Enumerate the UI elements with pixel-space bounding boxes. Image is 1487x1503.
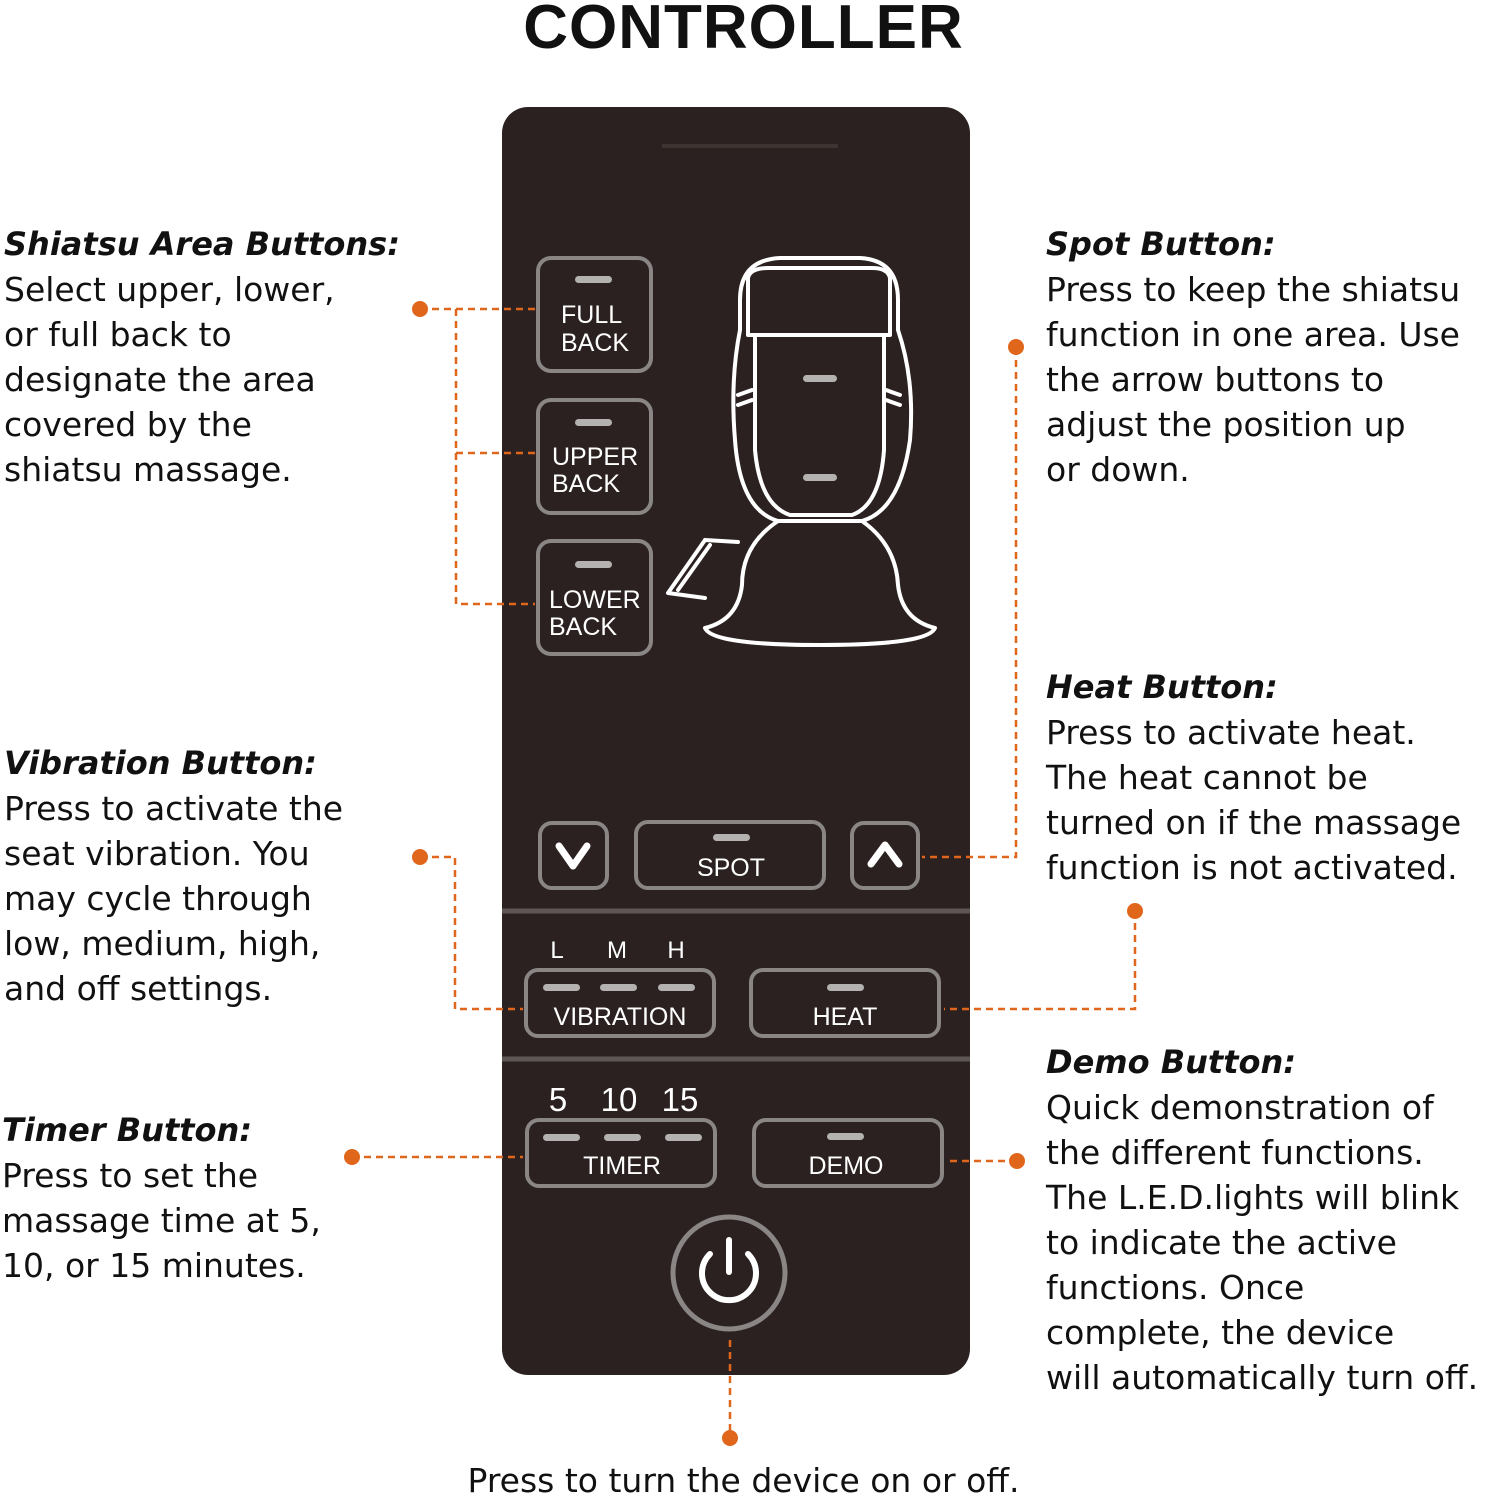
power-description: Press to turn the device on or off. <box>467 1461 1020 1500</box>
demo-description: Quick demonstration of the different fun… <box>1046 1088 1479 1397</box>
vibration-level-high: H <box>667 937 684 964</box>
timer-button[interactable]: TIMER <box>525 1118 717 1188</box>
callout-dots <box>344 301 1143 1446</box>
callout-dot <box>412 301 428 317</box>
timer-heading: Timer Button: <box>2 1111 253 1149</box>
demo-button[interactable]: DEMO <box>752 1118 944 1188</box>
upper-back-label-line2: BACK <box>552 470 620 498</box>
upper-back-button[interactable]: UPPER BACK <box>536 398 653 515</box>
vibration-level-medium: M <box>607 937 627 964</box>
heat-description: Press to activate heat. The heat cannot … <box>1046 713 1462 887</box>
callout-dot <box>1009 1153 1025 1169</box>
led-indicator <box>827 1133 864 1140</box>
spot-description: Press to keep the shiatsu function in on… <box>1046 270 1461 489</box>
full-back-label-line2: BACK <box>561 329 629 357</box>
page-title: CONTROLLER <box>523 0 964 62</box>
spot-connector <box>922 348 1018 859</box>
led-indicator <box>543 984 580 991</box>
shiatsu-connector <box>420 307 535 606</box>
vibration-level-low: L <box>550 937 563 964</box>
spot-note: Spot Button: Press to keep the shiatsu f… <box>1046 222 1460 492</box>
timer-description: Press to set the massage time at 5, 10, … <box>2 1156 321 1285</box>
heat-label: HEAT <box>813 1003 878 1031</box>
seat-led-indicator <box>803 474 837 481</box>
timer-level-5: 5 <box>549 1081 567 1118</box>
vibration-connector <box>420 855 523 1011</box>
chevron-up-icon <box>867 841 903 868</box>
heat-connector <box>944 911 1137 1011</box>
callout-connectors <box>352 307 1137 1437</box>
led-indicator <box>575 276 612 283</box>
vibration-label: VIBRATION <box>554 1003 687 1031</box>
demo-note: Demo Button: Quick demonstration of the … <box>1046 1040 1478 1400</box>
vibration-description: Press to activate the seat vibration. Yo… <box>4 789 344 1008</box>
power-icon <box>699 1237 759 1304</box>
vibration-note: Vibration Button: Press to activate the … <box>4 741 343 1011</box>
full-back-button[interactable]: FULL BACK <box>536 256 653 373</box>
lower-back-label-line1: LOWER <box>549 586 641 614</box>
spot-heading: Spot Button: <box>1046 225 1276 263</box>
timer-note: Timer Button: Press to set the massage t… <box>2 1108 321 1288</box>
upper-back-label-line1: UPPER <box>552 443 638 471</box>
led-indicator <box>658 984 695 991</box>
led-indicator <box>600 984 637 991</box>
callout-dot <box>1008 339 1024 355</box>
demo-heading: Demo Button: <box>1046 1043 1297 1081</box>
callout-dot <box>412 849 428 865</box>
heat-note: Heat Button: Press to activate heat. The… <box>1046 665 1461 890</box>
lower-back-label-line2: BACK <box>549 613 617 641</box>
shiatsu-area-note: Shiatsu Area Buttons: Select upper, lowe… <box>4 222 400 492</box>
callout-dot <box>344 1149 360 1165</box>
demo-label: DEMO <box>809 1152 884 1180</box>
up-arrow-button[interactable] <box>850 821 920 890</box>
timer-label: TIMER <box>583 1152 661 1180</box>
heat-button[interactable]: HEAT <box>749 968 941 1038</box>
heat-heading: Heat Button: <box>1046 668 1278 706</box>
led-indicator <box>827 984 864 991</box>
lower-back-button[interactable]: LOWER BACK <box>536 539 653 656</box>
led-indicator <box>543 1134 580 1141</box>
callout-dot <box>722 1430 738 1446</box>
down-arrow-button[interactable] <box>538 821 609 890</box>
shiatsu-area-description: Select upper, lower, or full back to des… <box>4 270 335 489</box>
massage-seat-icon <box>666 256 937 647</box>
led-indicator <box>575 561 612 568</box>
chevron-down-icon <box>555 842 591 870</box>
led-indicator <box>713 834 750 841</box>
full-back-label-line1: FULL <box>561 301 622 329</box>
led-indicator <box>604 1134 641 1141</box>
led-indicator <box>575 419 612 426</box>
shiatsu-area-heading: Shiatsu Area Buttons: <box>4 225 401 263</box>
power-button[interactable] <box>670 1214 788 1332</box>
timer-level-10: 10 <box>601 1081 638 1118</box>
spot-button[interactable]: SPOT <box>634 820 826 890</box>
timer-level-15: 15 <box>662 1081 699 1118</box>
callout-dot <box>1127 903 1143 919</box>
vibration-heading: Vibration Button: <box>4 744 317 782</box>
seat-led-indicator <box>803 375 837 382</box>
vibration-button[interactable]: VIBRATION <box>524 968 716 1038</box>
spot-label: SPOT <box>697 854 765 882</box>
led-indicator <box>665 1134 702 1141</box>
